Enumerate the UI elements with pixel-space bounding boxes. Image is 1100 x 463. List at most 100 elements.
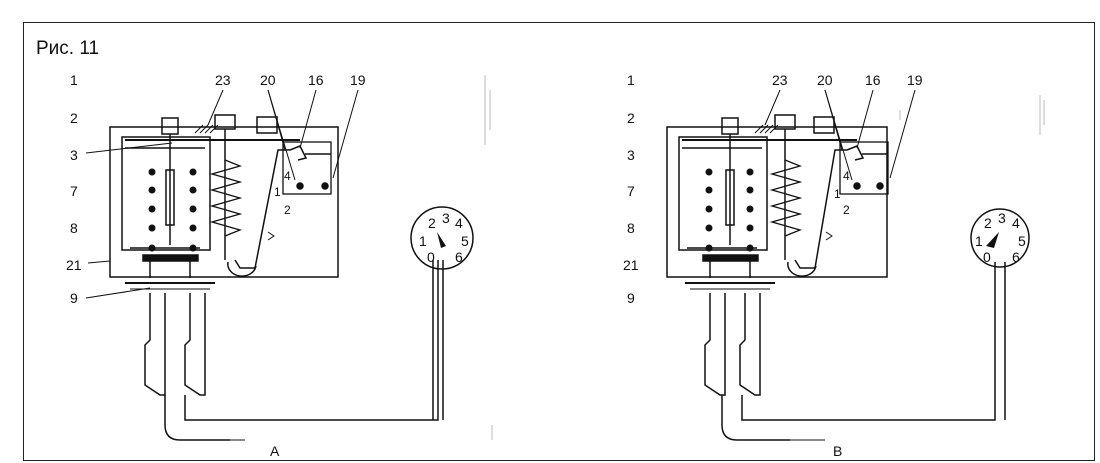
dial-number-3: 3: [998, 210, 1006, 226]
dial-number-3: 3: [442, 210, 450, 226]
contact-spring: [846, 145, 865, 161]
contact-terminal: [876, 182, 884, 190]
spindle-guide: [725, 169, 735, 226]
contact-spring: [289, 145, 308, 161]
label-8: 8: [70, 220, 78, 236]
leader-line: [764, 89, 781, 126]
label-16: 16: [865, 72, 881, 88]
figure-frame: [23, 22, 1095, 461]
contact-label-2: 2: [843, 203, 850, 217]
label-20: 20: [260, 72, 276, 88]
contact-box: [839, 141, 889, 195]
spindle-guide: [165, 169, 175, 226]
dial-pointer: [437, 232, 446, 248]
capillary-tube: [741, 262, 996, 421]
bottom-plate: [702, 254, 759, 262]
bellows-chamber: [678, 136, 768, 251]
capillary-tube: [164, 395, 230, 441]
arm-loop: [227, 261, 257, 277]
main-spring: [209, 159, 243, 237]
label-23: 23: [772, 72, 788, 88]
pointer: [267, 231, 275, 241]
pressure-connector: [704, 293, 726, 396]
label-3: 3: [627, 147, 635, 163]
spring-seat: [754, 124, 779, 134]
dial-number-4: 4: [455, 215, 463, 231]
leader-line: [856, 89, 874, 149]
pressure-connector: [144, 293, 166, 396]
tilting-arm: [234, 149, 290, 269]
label-2: 2: [627, 110, 635, 126]
bellows-dots: [148, 168, 197, 252]
tilting-arm: [794, 149, 847, 269]
adjusting-screw: [161, 117, 179, 135]
label-7: 7: [627, 183, 635, 199]
diagram-sublabel: A: [270, 443, 280, 459]
contact-terminal: [296, 182, 304, 190]
label-1: 1: [70, 72, 78, 88]
label-3: 3: [70, 147, 78, 163]
dial-pointer: [986, 232, 999, 248]
contact-terminal: [853, 182, 861, 190]
leader-line: [332, 89, 359, 179]
switch-housing: [666, 126, 888, 278]
label-2: 2: [70, 110, 78, 126]
arm-loop: [787, 261, 817, 277]
dial-number-6: 6: [1012, 249, 1020, 265]
leader-line: [299, 89, 317, 149]
adjusting-screw: [721, 117, 739, 135]
figure-caption: Рис. 11: [36, 38, 100, 59]
switch-housing: [109, 126, 339, 278]
capillary-tube: [184, 260, 439, 421]
contact-label-2: 2: [284, 203, 291, 217]
label-20: 20: [817, 72, 833, 88]
label-9: 9: [627, 290, 635, 306]
label-21: 21: [66, 257, 82, 273]
diagram-a: 1 2 3 7 8 21 9 23 20 16 19: [66, 72, 493, 459]
faint-marks: [899, 95, 1045, 135]
dial-number-1: 1: [419, 233, 427, 249]
bottom-plate: [142, 254, 199, 262]
label-1: 1: [627, 72, 635, 88]
diagram-b: 1 2 3 7 8 21 9 23 20 16 19: [623, 72, 1045, 459]
pressure-connector: [184, 293, 206, 396]
leader-line: [824, 89, 853, 181]
dial-number-0: 0: [983, 249, 991, 265]
label-19: 19: [907, 72, 923, 88]
leader-line: [207, 89, 224, 126]
leader-line: [889, 89, 916, 179]
label-16: 16: [308, 72, 324, 88]
label-19: 19: [350, 72, 366, 88]
label-7: 7: [70, 183, 78, 199]
leader-line: [85, 287, 151, 299]
bellows-chamber: [121, 136, 211, 251]
dial-number-6: 6: [455, 249, 463, 265]
spring-seat: [194, 124, 219, 134]
label-21: 21: [623, 257, 639, 273]
leader-line: [87, 260, 111, 264]
dial-number-1: 1: [975, 233, 983, 249]
differential-screw: [813, 116, 835, 134]
dial-number-2: 2: [984, 215, 992, 231]
faint-marks: [484, 75, 493, 440]
contact-label-4: 4: [284, 169, 291, 183]
pressure-connector: [739, 293, 761, 396]
scale-dial: [970, 208, 1030, 268]
differential-screw: [256, 116, 278, 134]
pointer: [825, 231, 833, 241]
contact-label-1: 1: [274, 185, 281, 199]
dial-number-2: 2: [428, 215, 436, 231]
contact-box: [282, 141, 332, 195]
contact-label-4: 4: [843, 169, 850, 183]
leader-line: [267, 89, 296, 181]
contact-label-1: 1: [834, 187, 841, 201]
dial-number-0: 0: [427, 249, 435, 265]
label-23: 23: [215, 72, 231, 88]
capillary-tube: [721, 395, 790, 441]
scale-dial: [410, 206, 474, 270]
dial-number-4: 4: [1012, 215, 1020, 231]
diagram-sublabel: B: [833, 443, 842, 459]
main-spring: [769, 159, 803, 237]
